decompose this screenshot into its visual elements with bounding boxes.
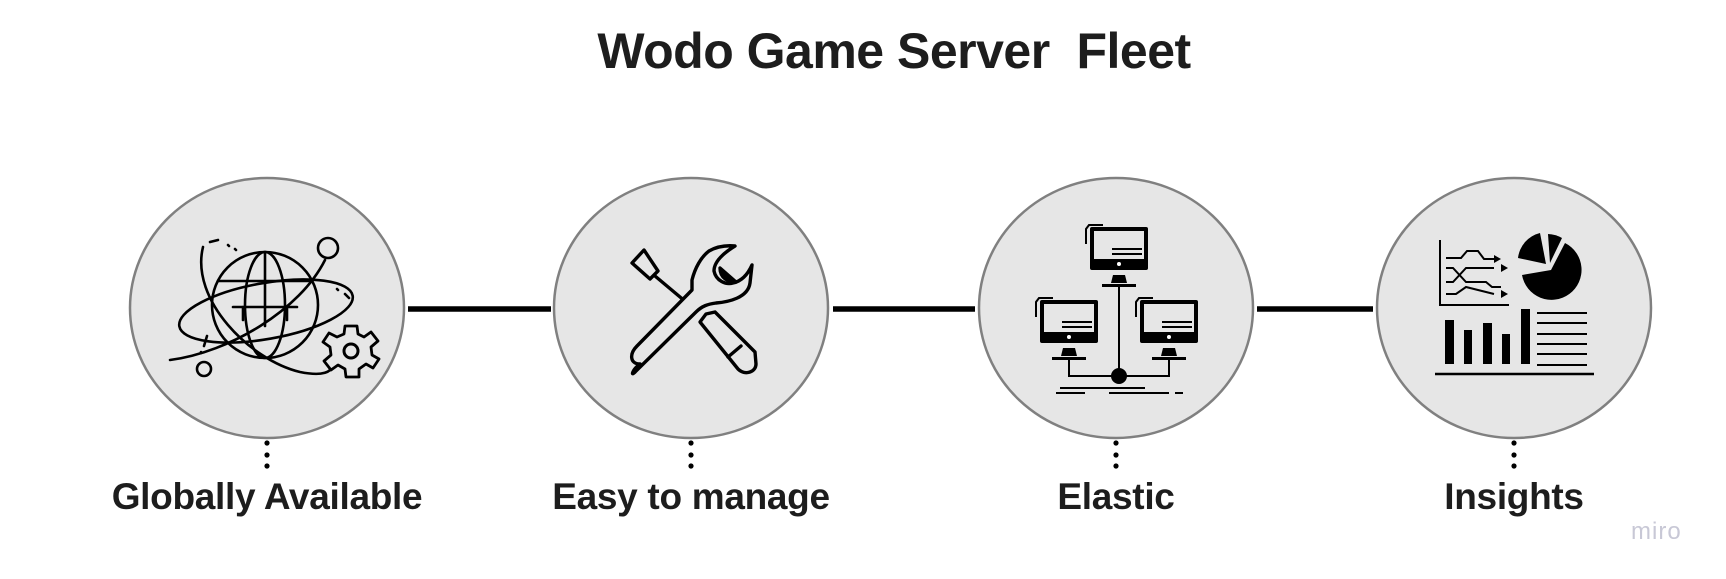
step-label-globally-available: Globally Available [111, 476, 423, 517]
connector-dots [1113, 440, 1119, 469]
miro-watermark: miro [1631, 518, 1682, 545]
pie-chart-icon [1518, 233, 1582, 300]
step-circle [977, 176, 1255, 440]
step-label-elastic: Elastic [1057, 476, 1175, 517]
gear-icon [321, 324, 381, 379]
step-label-easy-to-manage: Easy to manage [552, 476, 830, 517]
connector-dots [688, 440, 694, 469]
line-chart-icon [1439, 240, 1509, 306]
computer-icon [1035, 297, 1098, 360]
wrench-screwdriver-icon [630, 244, 758, 376]
computer-icon [1135, 297, 1198, 360]
text-lines [1435, 312, 1594, 376]
step-node-insights[interactable] [1375, 176, 1653, 469]
globe-network-gear-icon [168, 236, 355, 378]
step-node-elastic[interactable] [977, 176, 1255, 469]
step-label-insights: Insights [1444, 476, 1584, 517]
diagram-title: Wodo Game Server Fleet [597, 23, 1191, 79]
connector-dots [264, 440, 270, 469]
connector-dots [1511, 440, 1517, 469]
step-node-globally-available[interactable] [128, 176, 406, 469]
analytics-dashboard-icon [1435, 233, 1594, 376]
networked-computers-icon [1035, 224, 1198, 394]
computer-icon [1085, 224, 1148, 287]
bar-chart-icon [1445, 309, 1530, 364]
step-node-easy-to-manage[interactable] [552, 176, 830, 469]
step-circle [1375, 176, 1653, 440]
